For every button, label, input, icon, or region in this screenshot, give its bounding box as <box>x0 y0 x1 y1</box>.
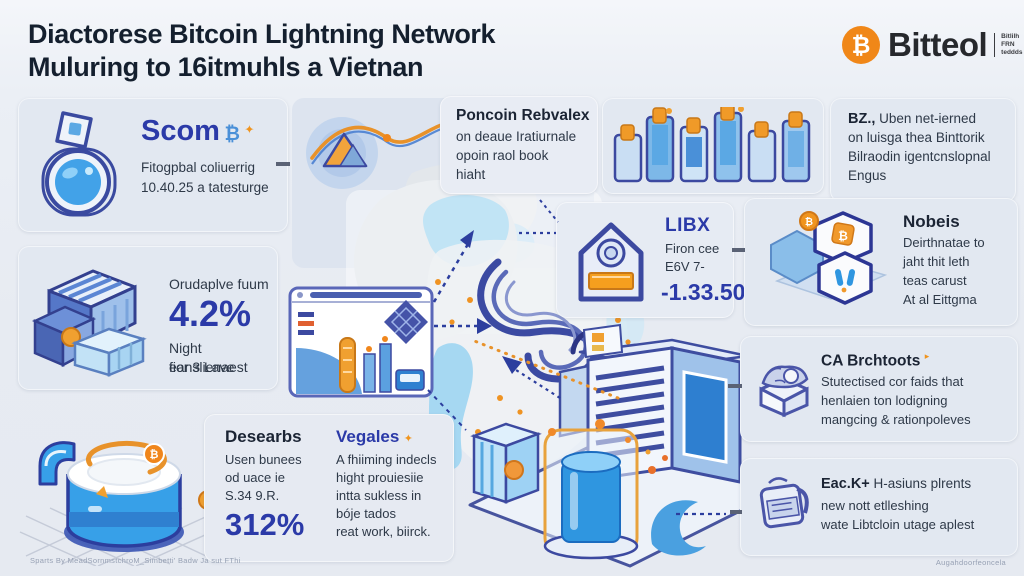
footer-left: Sparts By MeadSornmstchroM_Simbetti' Bad… <box>30 556 241 565</box>
title-line1: Diactorese Bitcoin Lightning Network <box>28 19 496 49</box>
page-title: Diactorese Bitcoin Lightning Network Mul… <box>28 18 496 84</box>
growth-line1: Orudaplve fuum <box>169 276 269 292</box>
bz-line1-rest: Uben net-ierned <box>879 111 976 126</box>
libx-value: -1.33.50 <box>661 279 746 305</box>
nobeis-line1: Deirthnatae to <box>903 235 985 250</box>
card-network <box>602 98 824 194</box>
nobeis-line2: jaht thit leth <box>903 254 970 269</box>
ca-mark-icon: ▸ <box>924 351 930 361</box>
card-stats: Desearbs Usen bunees od uace ie S.34 9.R… <box>204 414 454 562</box>
footer-right: Augahdoorfeoncela <box>935 558 1006 567</box>
bitcoin-glyph: ₿ <box>851 31 871 58</box>
desearbs-line3: S.34 9.R. <box>225 488 280 503</box>
brand-sub3: teddds <box>1001 49 1023 56</box>
bz-lead: BZ., <box>848 111 876 127</box>
vegales-heading: Vegales <box>336 427 400 446</box>
brand-subtext: Bitlilh FRN teddds <box>994 33 1022 57</box>
desearbs-heading: Desearbs <box>225 427 302 446</box>
eack-lead: Eac.K+ <box>821 476 870 492</box>
nobeis-line4: At al Eittgma <box>903 292 977 307</box>
poncoin-line1: on deaue Iratiurnale <box>456 129 577 144</box>
vegales-line3: intta sukless in <box>336 488 422 503</box>
nobeis-line3: teas carust <box>903 273 967 288</box>
brand-sub2: FRN <box>1001 41 1015 48</box>
poncoin-line2: opoin raol book <box>456 148 549 163</box>
scom-line2: 10.40.25 a tatesturge <box>141 180 269 195</box>
vegales-line5: reat work, biirck. <box>336 524 431 539</box>
growth-line2: Night eanslienaest <box>169 340 248 375</box>
bitcoin-coin-icon: ₿ <box>842 26 880 64</box>
ca-line3: mangcing & rationpoleves <box>821 412 971 427</box>
vault-house-icon <box>578 222 644 302</box>
eack-line3: wate Libtcloin utage aplest <box>821 517 975 532</box>
basket-box-icon <box>759 365 809 418</box>
satchel-icon <box>759 477 809 529</box>
desearbs-line1: Usen bunees <box>225 452 302 467</box>
card-libx: LIBX Firon cee E6V 7- -1.33.50 <box>556 202 745 318</box>
poncoin-heading: Poncoin Rebvalex <box>456 107 590 124</box>
hexagon-tokens-icon: ₿ ₿ <box>770 211 888 305</box>
desearbs-line2: od uace ie <box>225 470 285 485</box>
growth-value: 4.2% <box>169 293 252 334</box>
brand-name: Bitteol <box>888 26 988 63</box>
nobeis-heading: Nobeis <box>903 212 960 231</box>
svg-text:₿: ₿ <box>805 216 813 228</box>
stacked-crates-icon <box>31 269 147 377</box>
growth-line3: fior 3 Lave <box>169 359 235 375</box>
eack-line1-rest: H-asiuns plrents <box>873 476 972 491</box>
scom-heading: Scom <box>141 115 220 147</box>
brand-sub1: Bitlilh <box>1001 33 1020 40</box>
analytics-browser-icon <box>288 286 434 398</box>
card-nobeis: ₿ ₿ Nobeis Deirthnatae to jaht thit leth… <box>744 198 1018 326</box>
bz-line2: on luisga thea Binttorik <box>848 130 985 145</box>
ca-line2: henlaien ton lodigning <box>821 393 948 408</box>
svg-text:₿: ₿ <box>838 229 848 243</box>
card-poncoin: Poncoin Rebvalex on deaue Iratiurnale op… <box>440 96 598 194</box>
card-scom: Scom ₿ ✦ Fitogpbal coliuerrig 10.40.25 a… <box>18 98 288 232</box>
vegales-line4: bóje tados <box>336 506 396 521</box>
phone-tower-icons <box>613 107 811 183</box>
scom-sparkle-icon: ✦ <box>244 122 255 137</box>
bz-line3: Bilraodin igentcnslopnal <box>848 149 991 164</box>
card-ca: CA Brchtoots ▸ Stutectised cor faids tha… <box>740 336 1018 442</box>
vegales-line2: hight prouiesiie <box>336 470 424 485</box>
card-eack: Eac.K+ H-asiuns plrents new nott etllesh… <box>740 458 1018 556</box>
desearbs-value: 312% <box>225 507 305 542</box>
eack-line2: new nott etlleshing <box>821 498 929 513</box>
flask-lock-icon <box>41 111 117 217</box>
vegales-line1: A fhiiming indecls <box>336 452 437 467</box>
mining-mixer-icon: ₿ ₿ <box>19 440 216 566</box>
card-bz: BZ., Uben net-ierned on luisga thea Bint… <box>830 98 1016 202</box>
brand-logo: ₿ Bitteol Bitlilh FRN teddds <box>842 26 1022 64</box>
scom-line1: Fitogpbal coliuerrig <box>141 160 256 175</box>
title-line2: Muluring to 16itmuhls a Vietnan <box>28 52 424 82</box>
libx-line1: Firon cee <box>665 241 720 256</box>
bz-line4: Engus <box>848 168 887 183</box>
vegales-sparkle-icon: ✦ <box>403 433 413 445</box>
ca-line1: Stutectised cor faids that <box>821 374 964 389</box>
scom-bitcoin-glyph-icon: ₿ <box>224 124 240 145</box>
libx-line2: E6V 7- <box>665 259 705 274</box>
svg-text:₿: ₿ <box>150 448 159 461</box>
card-growth: Orudaplve fuum 4.2% Night eanslienaest f… <box>18 246 278 390</box>
poncoin-line3: hiaht <box>456 167 486 182</box>
libx-heading: LIBX <box>665 215 711 236</box>
ca-heading: CA Brchtoots <box>821 352 921 370</box>
